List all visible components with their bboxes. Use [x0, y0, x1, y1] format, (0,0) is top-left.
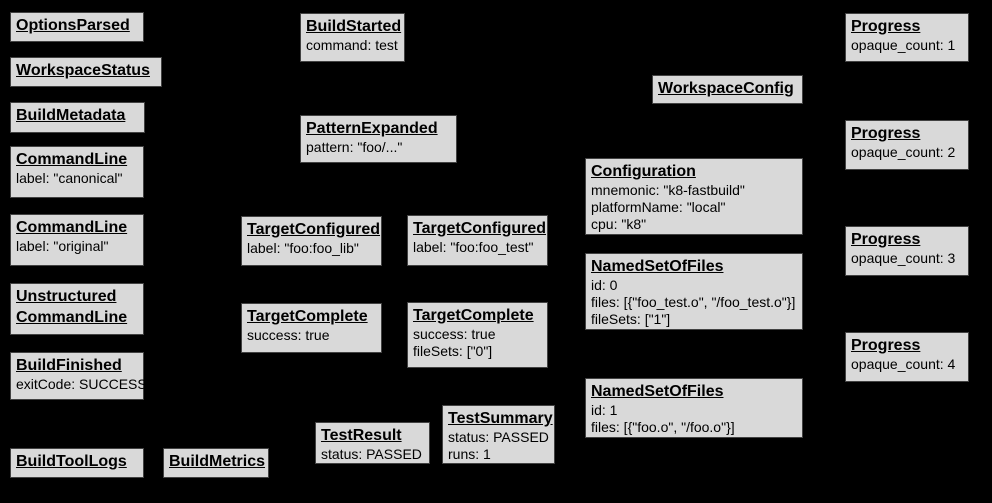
event-title: TestResult: [321, 427, 402, 444]
event-box-build-metrics: BuildMetrics: [163, 448, 269, 478]
event-box-workspace-status: WorkspaceStatus: [10, 57, 162, 87]
event-field: opaque_count: 1: [851, 37, 956, 53]
event-field: id: 0: [591, 277, 618, 293]
event-box-pattern-expanded: PatternExpanded pattern: "foo/...": [300, 115, 457, 163]
event-field: success: true: [413, 326, 496, 342]
event-title: OptionsParsed: [16, 17, 130, 34]
event-title: Progress: [851, 125, 921, 142]
event-title: TargetComplete: [247, 308, 368, 325]
event-field: platformName: "local": [591, 199, 726, 215]
event-field: id: 1: [591, 402, 618, 418]
event-title: BuildFinished: [16, 357, 122, 374]
event-title: Progress: [851, 18, 921, 35]
event-title: CommandLine: [16, 219, 128, 236]
event-box-progress-2: Progress opaque_count: 2: [845, 120, 969, 170]
event-box-build-metadata: BuildMetadata: [10, 102, 145, 133]
event-box-build-finished: BuildFinished exitCode: SUCCESS: [10, 352, 147, 400]
event-title: TargetConfigured: [247, 221, 381, 238]
event-field: status: PASSED: [448, 429, 549, 445]
event-title: TargetComplete: [413, 307, 534, 324]
event-field: label: "foo:foo_lib": [247, 240, 359, 256]
event-field: opaque_count: 4: [851, 356, 956, 372]
event-box-build-started: BuildStarted command: test: [300, 13, 405, 62]
event-title: Progress: [851, 231, 921, 248]
event-box-test-result: TestResult status: PASSED: [315, 422, 430, 464]
event-title: BuildMetrics: [169, 453, 266, 470]
event-box-progress-4: Progress opaque_count: 4: [845, 332, 969, 382]
event-field: label: "foo:foo_test": [413, 239, 534, 255]
event-title: CommandLine: [16, 151, 128, 168]
event-field: opaque_count: 3: [851, 250, 956, 266]
event-title: WorkspaceStatus: [16, 62, 150, 79]
event-field: pattern: "foo/...": [306, 139, 403, 155]
event-box-progress-1: Progress opaque_count: 1: [845, 13, 969, 62]
event-field: files: [{"foo_test.o", "/foo_test.o"}]: [591, 294, 796, 310]
event-box-progress-3: Progress opaque_count: 3: [845, 226, 969, 276]
event-field: opaque_count: 2: [851, 144, 956, 160]
event-field: cpu: "k8": [591, 216, 647, 232]
event-field: command: test: [306, 37, 398, 53]
event-field: files: [{"foo.o", "/foo.o"}]: [591, 419, 735, 435]
event-box-build-tool-logs: BuildToolLogs: [10, 448, 144, 478]
event-title: BuildStarted: [306, 18, 402, 35]
event-title: Progress: [851, 337, 921, 354]
event-box-command-line-original: CommandLine label: "original": [10, 214, 144, 266]
event-field: success: true: [247, 327, 330, 343]
event-title: Configuration: [591, 163, 696, 180]
event-box-configuration: Configuration mnemonic: "k8-fastbuild"pla…: [585, 158, 803, 235]
event-field: exitCode: SUCCESS: [16, 376, 147, 392]
event-field: mnemonic: "k8-fastbuild": [591, 182, 745, 198]
event-title: Unstructured CommandLine: [16, 288, 128, 326]
event-box-target-complete-lib: TargetComplete success: true: [241, 303, 382, 353]
event-title: BuildMetadata: [16, 107, 126, 124]
event-box-workspace-config: WorkspaceConfig: [652, 75, 803, 104]
event-title: NamedSetOfFiles: [591, 383, 724, 400]
event-title: TargetConfigured: [413, 220, 547, 237]
event-box-command-line-canonical: CommandLine label: "canonical": [10, 146, 144, 198]
event-title: PatternExpanded: [306, 120, 438, 137]
event-title: NamedSetOfFiles: [591, 258, 724, 275]
event-field: fileSets: ["0"]: [413, 343, 493, 359]
event-title: TestSummary: [448, 410, 553, 427]
event-box-target-configured-foo-test: TargetConfigured label: "foo:foo_test": [407, 215, 548, 266]
event-box-unstructured-command-line: Unstructured CommandLine: [10, 283, 144, 335]
event-field: status: PASSED: [321, 446, 422, 462]
event-field: label: "original": [16, 238, 109, 254]
event-field: fileSets: ["1"]: [591, 311, 671, 327]
event-title: BuildToolLogs: [16, 453, 127, 470]
event-field: runs: 1: [448, 446, 491, 462]
event-box-options-parsed: OptionsParsed: [10, 12, 144, 42]
event-box-target-configured-foo-lib: TargetConfigured label: "foo:foo_lib": [241, 216, 382, 266]
event-field: label: "canonical": [16, 170, 123, 186]
event-title: WorkspaceConfig: [658, 80, 794, 97]
